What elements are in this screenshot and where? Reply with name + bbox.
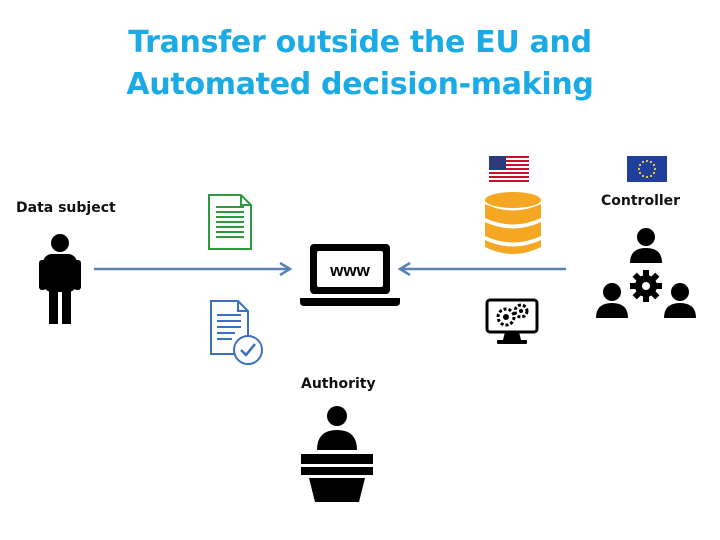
controller-group-icon	[594, 226, 698, 320]
us-flag-icon	[489, 156, 529, 182]
authority-podium-icon	[301, 404, 373, 504]
eu-flag-icon	[627, 156, 667, 182]
laptop-www-icon: www	[300, 242, 400, 308]
arrow-controller-to-web	[396, 261, 568, 277]
title-line-1: Transfer outside the EU and	[128, 25, 592, 60]
database-icon	[483, 191, 543, 257]
title-line-2: Automated decision-making	[126, 67, 594, 102]
person-icon	[38, 232, 82, 324]
authority-label: Authority	[301, 376, 376, 392]
arrow-subject-to-web	[92, 261, 296, 277]
approved-document-icon	[208, 298, 266, 368]
www-text: www	[329, 261, 370, 280]
automated-monitor-icon	[485, 298, 539, 346]
controller-label: Controller	[601, 193, 681, 209]
data-subject-label: Data subject	[16, 200, 116, 216]
page-title: Transfer outside the EU and Automated de…	[0, 22, 720, 106]
document-icon	[207, 193, 253, 251]
